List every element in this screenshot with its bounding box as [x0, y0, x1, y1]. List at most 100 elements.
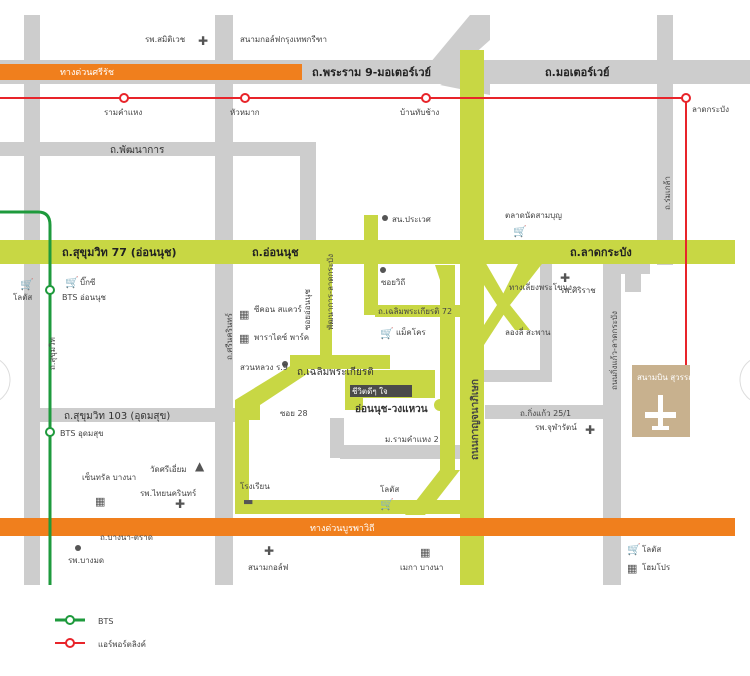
lat-krabang-st-label: ลาดกระบัง: [692, 105, 729, 114]
bts-udomsuk-label: BTS อุดมสุข: [60, 429, 104, 438]
ramkhamhaeng2-label: ม.รามคำแหง 2: [385, 435, 439, 444]
chalerm-phrakiat-label: ถ.เฉลิมพระเกียรติ: [297, 366, 374, 378]
lotus-label: โลตัส: [13, 292, 32, 302]
makro-label: แม็คโคร: [396, 327, 426, 337]
hospital-icon: ✚: [560, 271, 570, 285]
tanon-label: ทางเลี่ยงพระโขนง: [509, 281, 572, 292]
paradise-label: พาราไดซ์ พาร์ค: [254, 332, 309, 342]
bed-icon: ▬: [243, 495, 253, 508]
suanluang-label: สวนหลวง ร.9: [240, 363, 288, 372]
si-rat-label: ทางด่วนศรีรัช: [60, 67, 114, 78]
seacon-label: ซีคอน สแควร์: [254, 304, 302, 314]
airport-label: สนามบิน สุวรรณภูมิ: [637, 373, 706, 383]
motorway-label: ถ.มอเตอร์เวย์: [545, 66, 610, 79]
siriraj-label: รพ.ศิริราช: [560, 286, 596, 295]
hospital-icon: ✚: [175, 497, 185, 511]
si-rat-expressway: [0, 64, 302, 80]
lat-krabang-label: ถ.ลาดกระบัง: [570, 246, 632, 259]
central-label: เซ็นทรัล บางนา: [82, 472, 136, 482]
next-arrow[interactable]: [739, 356, 750, 404]
airport-marker: สนามบิน สุวรรณภูมิ: [632, 365, 706, 437]
cart-icon: 🛒: [380, 327, 394, 340]
ban-thap-chang-station: [421, 93, 431, 103]
gray-roads: [0, 15, 750, 585]
phatthanakan-label: ถ.พัฒนาการ: [110, 145, 165, 156]
phatthanakan-vert-label: พัฒนาการ-ลาดกระบัง: [326, 254, 335, 330]
golf-label: สนามกอล์ฟ: [248, 562, 289, 572]
soi28-label: ซอย 28: [280, 409, 308, 418]
thairath-label: รพ.ไทยนครินทร์: [140, 488, 197, 498]
bts-udomsuk-station: [45, 427, 55, 437]
hospital-icon: ✚: [198, 34, 208, 48]
building-icon: ▦: [420, 546, 430, 559]
project-pin: [434, 399, 446, 411]
hospital-icon: ✚: [585, 423, 595, 437]
temple-icon: ▲: [195, 459, 205, 473]
ramkhamhaeng-label: รามคำแหง: [104, 108, 142, 117]
project-marker: ชีวิตดีๆ ใจ อ่อนนุช-วงแหวน: [350, 385, 446, 415]
building-icon: ▦: [95, 495, 105, 508]
building-icon: ▦: [239, 332, 249, 345]
romklao-label: ถ.ร่มเกล้า: [663, 176, 672, 210]
cart-icon: 🛒: [627, 543, 641, 556]
lat-krabang-station: [681, 93, 691, 103]
wat-label: วัดศรีเอี่ยม: [150, 463, 187, 474]
burapha-label: ทางด่วนบูรพาวิถี: [310, 523, 374, 534]
green-roads: [0, 50, 735, 585]
ban-thap-chang-label: บ้านทับช้าง: [400, 108, 439, 117]
legend: BTS แอร์พอร์ตลิงค์: [55, 615, 146, 649]
lotus2-label: โลตัส: [380, 484, 399, 494]
hospital-icon: ✚: [264, 544, 274, 558]
cart-icon: 🛒: [513, 225, 527, 238]
bigc-label: บิ๊กซี: [80, 276, 96, 287]
bangna-trat-label: ถ.บางนา-ตราด: [100, 533, 153, 542]
sukhumvit-label: ถ.สุขุมวิท: [48, 337, 57, 370]
samitivej-label: รพ.สมิติเวช: [145, 35, 186, 44]
burapha-expressway: [0, 518, 735, 536]
cart-icon: 🛒: [20, 278, 34, 291]
prev-arrow[interactable]: [0, 356, 11, 404]
station-labels: รามคำแหง หัวหมาก บ้านทับช้าง ลาดกระบัง B…: [60, 105, 729, 438]
sukhumvit77-label: ถ.สุขุมวิท 77 (อ่อนนุช): [62, 246, 177, 260]
prawet-label: สน.ประเวศ: [392, 215, 431, 224]
legend-airport-link-label: แอร์พอร์ตลิงค์: [98, 639, 146, 649]
building-icon: ▦: [239, 308, 249, 321]
bangmod-label: รพ.บางมด: [68, 556, 104, 565]
cart-icon: 🛒: [380, 498, 394, 511]
project-tag: ชีวิตดีๆ ใจ: [352, 387, 388, 396]
ramkhamhaeng-station: [119, 93, 129, 103]
bts-onnut-label: BTS อ่อนนุช: [62, 293, 107, 302]
stadium-label: สนามกอล์ฟกรุงเทพกรีฑา: [240, 34, 327, 44]
road-labels: ถ.พระราม 9-มอเตอร์เวย์ ถ.มอเตอร์เวย์ ถ.พ…: [48, 66, 672, 542]
bts-onnut-station: [45, 285, 55, 295]
sukhumvit103-label: ถ.สุขุมวิท 103 (อุดมสุข): [64, 411, 170, 422]
onnut-label: ถ.อ่อนนุช: [252, 246, 299, 260]
hua-mak-label: หัวหมาก: [230, 108, 260, 117]
lotus3-label: โลตัส: [642, 544, 661, 554]
cart-icon: 🛒: [65, 276, 79, 289]
expressways: ทางด่วนศรีรัช ทางด่วนบูรพาวิถี: [0, 64, 735, 536]
building-icon: ▦: [627, 562, 637, 575]
places: รพ.สมิติเวช ✚ สนามกอล์ฟกรุงเทพกรีฑา 🛒 บิ…: [13, 34, 671, 575]
legend-bts-label: BTS: [98, 617, 113, 626]
srinakarin-label: ถ.ศรีนครินทร์: [224, 312, 234, 360]
homepro-label: โฮมโปร: [642, 562, 671, 572]
rama9-label: ถ.พระราม 9-มอเตอร์เวย์: [312, 66, 431, 79]
airplane-icon: [645, 395, 676, 430]
hua-mak-station: [240, 93, 250, 103]
market-label: ตลาดนัดสามบุญ: [505, 211, 562, 220]
soi-onnut-label: ซอยอ่อนนุช: [303, 289, 312, 330]
kanchanaphisek-label: ถนนกาญจนาภิเษก: [469, 379, 481, 460]
airport-link-line: [0, 93, 691, 365]
king-kaeo-vert-label: ถนนกิ่งแก้ว-ลาดกระบัง: [608, 311, 619, 390]
samut-label: ซอยวิถี: [381, 278, 405, 287]
chalerm-phrakiat72-label: ถ.เฉลิมพระเกียรติ 72: [378, 307, 452, 316]
school-label: โรงเรียน: [240, 481, 270, 491]
phyathai-label: รพ.จุฬารัตน์: [535, 422, 577, 432]
mega-label: เมกา บางนา: [400, 563, 443, 572]
project-name: อ่อนนุช-วงแหวน: [355, 403, 428, 415]
bts-line: [0, 210, 55, 585]
lakeview-label: ลองลี่ สะพาน: [505, 326, 551, 337]
